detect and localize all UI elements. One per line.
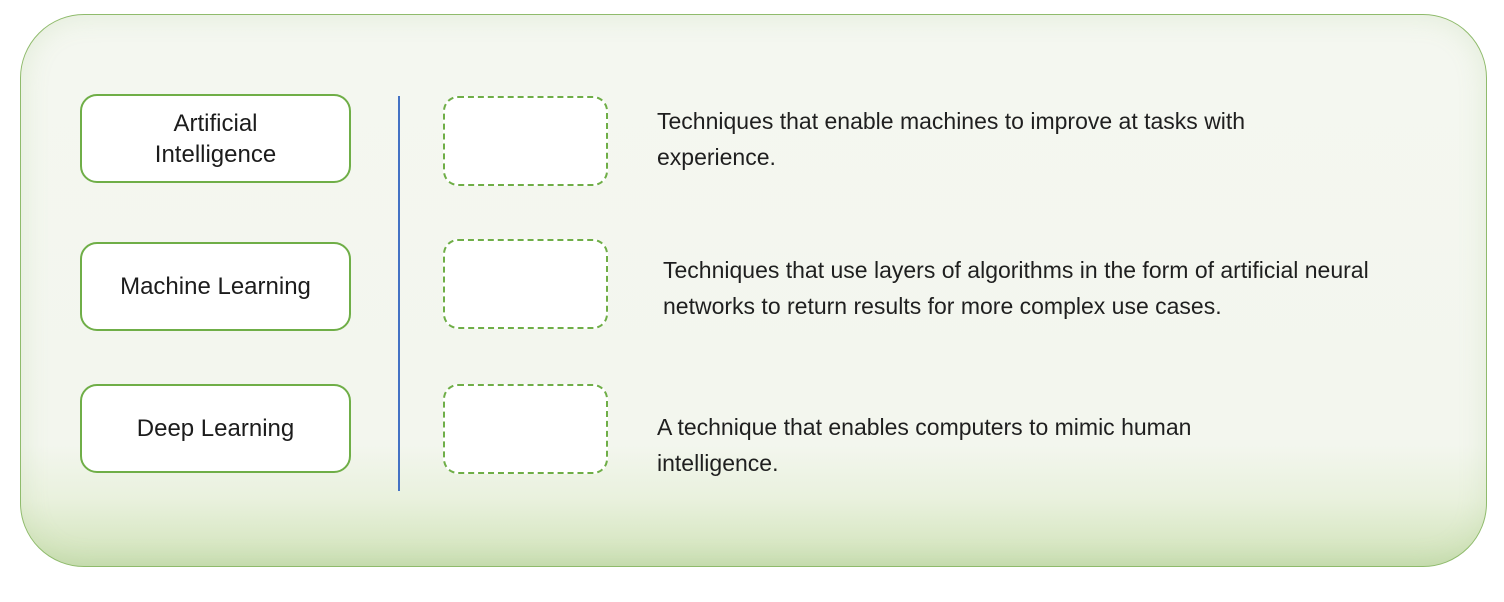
term-label: Machine Learning	[120, 273, 311, 300]
drop-zone-3[interactable]	[443, 384, 608, 474]
matching-activity-panel: Artificial Intelligence Machine Learning…	[20, 14, 1487, 567]
definition-text-1: Techniques that enable machines to impro…	[657, 108, 1246, 170]
definition-text-3: A technique that enables computers to mi…	[657, 414, 1192, 476]
term-label: Deep Learning	[136, 415, 295, 442]
term-label: Artificial Intelligence	[154, 109, 277, 168]
term-card-deep-learning[interactable]: Deep Learning	[80, 384, 351, 473]
term-card-artificial-intelligence[interactable]: Artificial Intelligence	[80, 94, 351, 183]
definition-text-2: Techniques that use layers of algorithms…	[663, 257, 1369, 319]
drop-zone-2[interactable]	[443, 239, 608, 329]
drop-zone-1[interactable]	[443, 96, 608, 186]
term-card-machine-learning[interactable]: Machine Learning	[80, 242, 351, 331]
vertical-divider	[398, 96, 400, 491]
